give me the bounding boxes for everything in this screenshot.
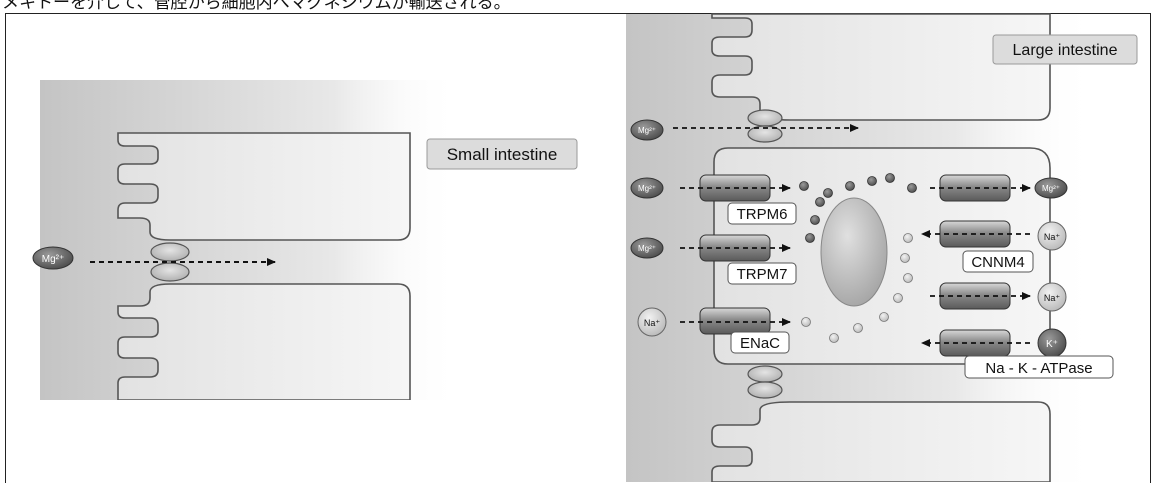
large-tj-top-a xyxy=(747,109,783,127)
small-intestine-title-box xyxy=(426,138,578,170)
tight-junction-upper xyxy=(150,242,190,262)
nak-label: Na - K - ATPase xyxy=(985,360,1092,377)
na-ion-icon xyxy=(1037,221,1067,251)
mg-ion-icon xyxy=(630,119,664,141)
trpm6-label: TRPM6 xyxy=(737,206,788,223)
large-intestine-title-box xyxy=(992,34,1138,65)
mg-ion-label: Mg²⁺ xyxy=(638,126,656,135)
mg-ion-label: Mg²⁺ xyxy=(42,254,65,265)
mg-ion-icon xyxy=(630,177,664,199)
intracellular-na-dots xyxy=(801,233,913,343)
mg-ion-label: Mg²⁺ xyxy=(638,184,656,193)
intracellular-mg-dots xyxy=(799,173,917,243)
large-tj-top-b xyxy=(747,125,783,143)
enac-label-box xyxy=(730,331,790,354)
small-intestine-panel: Mg²⁺ Small intestine xyxy=(32,80,578,408)
small-intestine-title: Small intestine xyxy=(447,145,558,164)
k-ion-label: K⁺ xyxy=(1046,339,1058,350)
mg-ion-label: Mg²⁺ xyxy=(1042,184,1060,193)
trpm7-label: TRPM7 xyxy=(737,266,788,283)
mg-ion-icon xyxy=(32,246,74,270)
enac-label: ENaC xyxy=(740,335,780,352)
nak-label-box xyxy=(964,355,1114,379)
trpm7-label-box xyxy=(727,262,797,285)
na-ion-label: Na⁺ xyxy=(1044,232,1061,242)
trpm6-label-box xyxy=(727,202,797,225)
large-upper-cell xyxy=(711,13,1051,121)
large-tj-bottom-a xyxy=(747,365,783,383)
na-ion-label: Na⁺ xyxy=(644,318,661,328)
na-ion-label: Na⁺ xyxy=(1044,293,1061,303)
cnnm4-label-box xyxy=(962,250,1034,273)
nucleus xyxy=(820,197,888,307)
na-ion-icon xyxy=(637,307,667,337)
large-lower-cell xyxy=(711,401,1051,482)
mg-ion-label: Mg²⁺ xyxy=(638,244,656,253)
figure-frame xyxy=(5,13,1151,483)
lower-epithelial-cell xyxy=(117,283,411,401)
large-intestine-panel: Mg²⁺ Mg²⁺ TRPM6 Mg²⁺ TRPM7 Na⁺ ENaC xyxy=(626,13,1138,482)
tight-junction-lower xyxy=(150,262,190,282)
mg-ion-icon xyxy=(630,237,664,259)
figure-caption: メキトーを介して、管腔から細胞内へマグネシウムが輸送される。 xyxy=(2,0,511,13)
na-ion-icon xyxy=(1037,282,1067,312)
large-intestine-title: Large intestine xyxy=(1013,42,1118,59)
large-tj-bottom-b xyxy=(747,381,783,399)
mg-ion-icon xyxy=(1034,177,1068,199)
upper-epithelial-cell xyxy=(117,132,411,241)
cnnm4-label: CNNM4 xyxy=(971,254,1024,271)
enac-channel-icon xyxy=(699,307,771,335)
